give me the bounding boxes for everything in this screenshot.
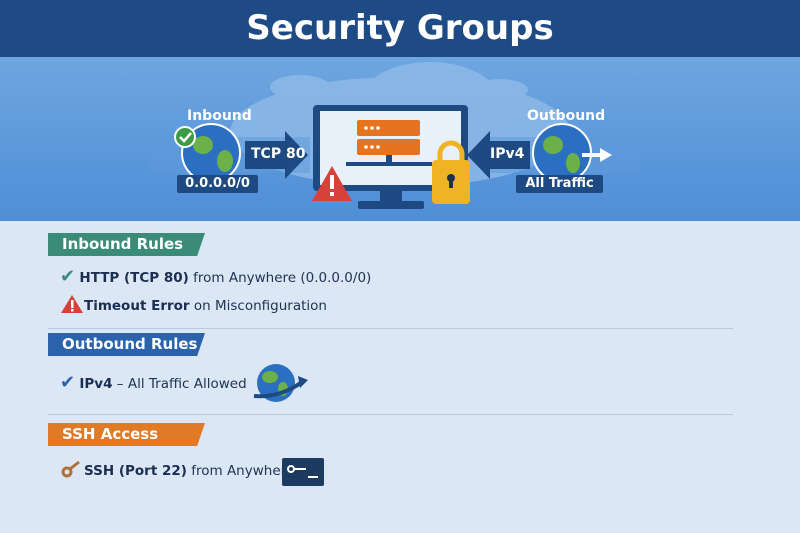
arrow-right-icon [245, 131, 308, 179]
globe-arrow-icon [253, 364, 308, 402]
arrow-out-icon [582, 148, 612, 162]
warning-icon [312, 166, 352, 201]
rule-name: IPv4 [79, 376, 113, 392]
list-item: ✔ HTTP (TCP 80) from Anywhere (0.0.0.0/0… [60, 266, 371, 287]
outbound-label: Outbound [527, 108, 606, 124]
divider [48, 414, 733, 415]
rule-desc: – All Traffic Allowed [112, 376, 247, 392]
check-icon: ✔ [60, 266, 76, 287]
section-tag-outbound-rules: Outbound Rules [48, 333, 205, 356]
server-icon [346, 120, 432, 166]
terminal-icon [282, 458, 324, 486]
rule-name: Timeout Error [84, 298, 190, 314]
inbound-label: Inbound [187, 108, 252, 124]
all-traffic-box: All Traffic [516, 175, 603, 193]
cidr-box: 0.0.0.0/0 [177, 175, 258, 193]
section-tag-inbound-rules: Inbound Rules [48, 233, 205, 256]
divider [48, 328, 733, 329]
rule-desc: from Anywhere [186, 463, 295, 479]
rule-name: HTTP (TCP 80) [79, 270, 189, 286]
ipv4-label: IPv4 [490, 146, 525, 162]
hero-illustration: Inbound TCP 80 0.0.0.0/0 Outbound IPv4 A… [0, 57, 800, 221]
arrow-left-icon [467, 131, 530, 179]
list-item: ✔ IPv4 – All Traffic Allowed [60, 372, 247, 393]
hero-graphics [150, 62, 640, 209]
warning-icon [61, 295, 83, 313]
tcp80-label: TCP 80 [251, 146, 306, 162]
rule-desc: from Anywhere (0.0.0.0/0) [188, 270, 372, 286]
check-icon: ✔ [60, 372, 76, 393]
rule-desc: on Misconfiguration [189, 298, 327, 314]
page-title: Security Groups [0, 0, 800, 57]
list-item: Timeout Error on Misconfiguration [60, 294, 327, 314]
check-badge-icon [174, 126, 196, 148]
key-icon [61, 460, 80, 478]
section-tag-ssh-access: SSH Access [48, 423, 205, 446]
lock-icon [432, 140, 470, 204]
rule-name: SSH (Port 22) [84, 463, 187, 479]
list-item: SSH (Port 22) from Anywhere [60, 460, 294, 479]
globe-icon [181, 123, 241, 183]
